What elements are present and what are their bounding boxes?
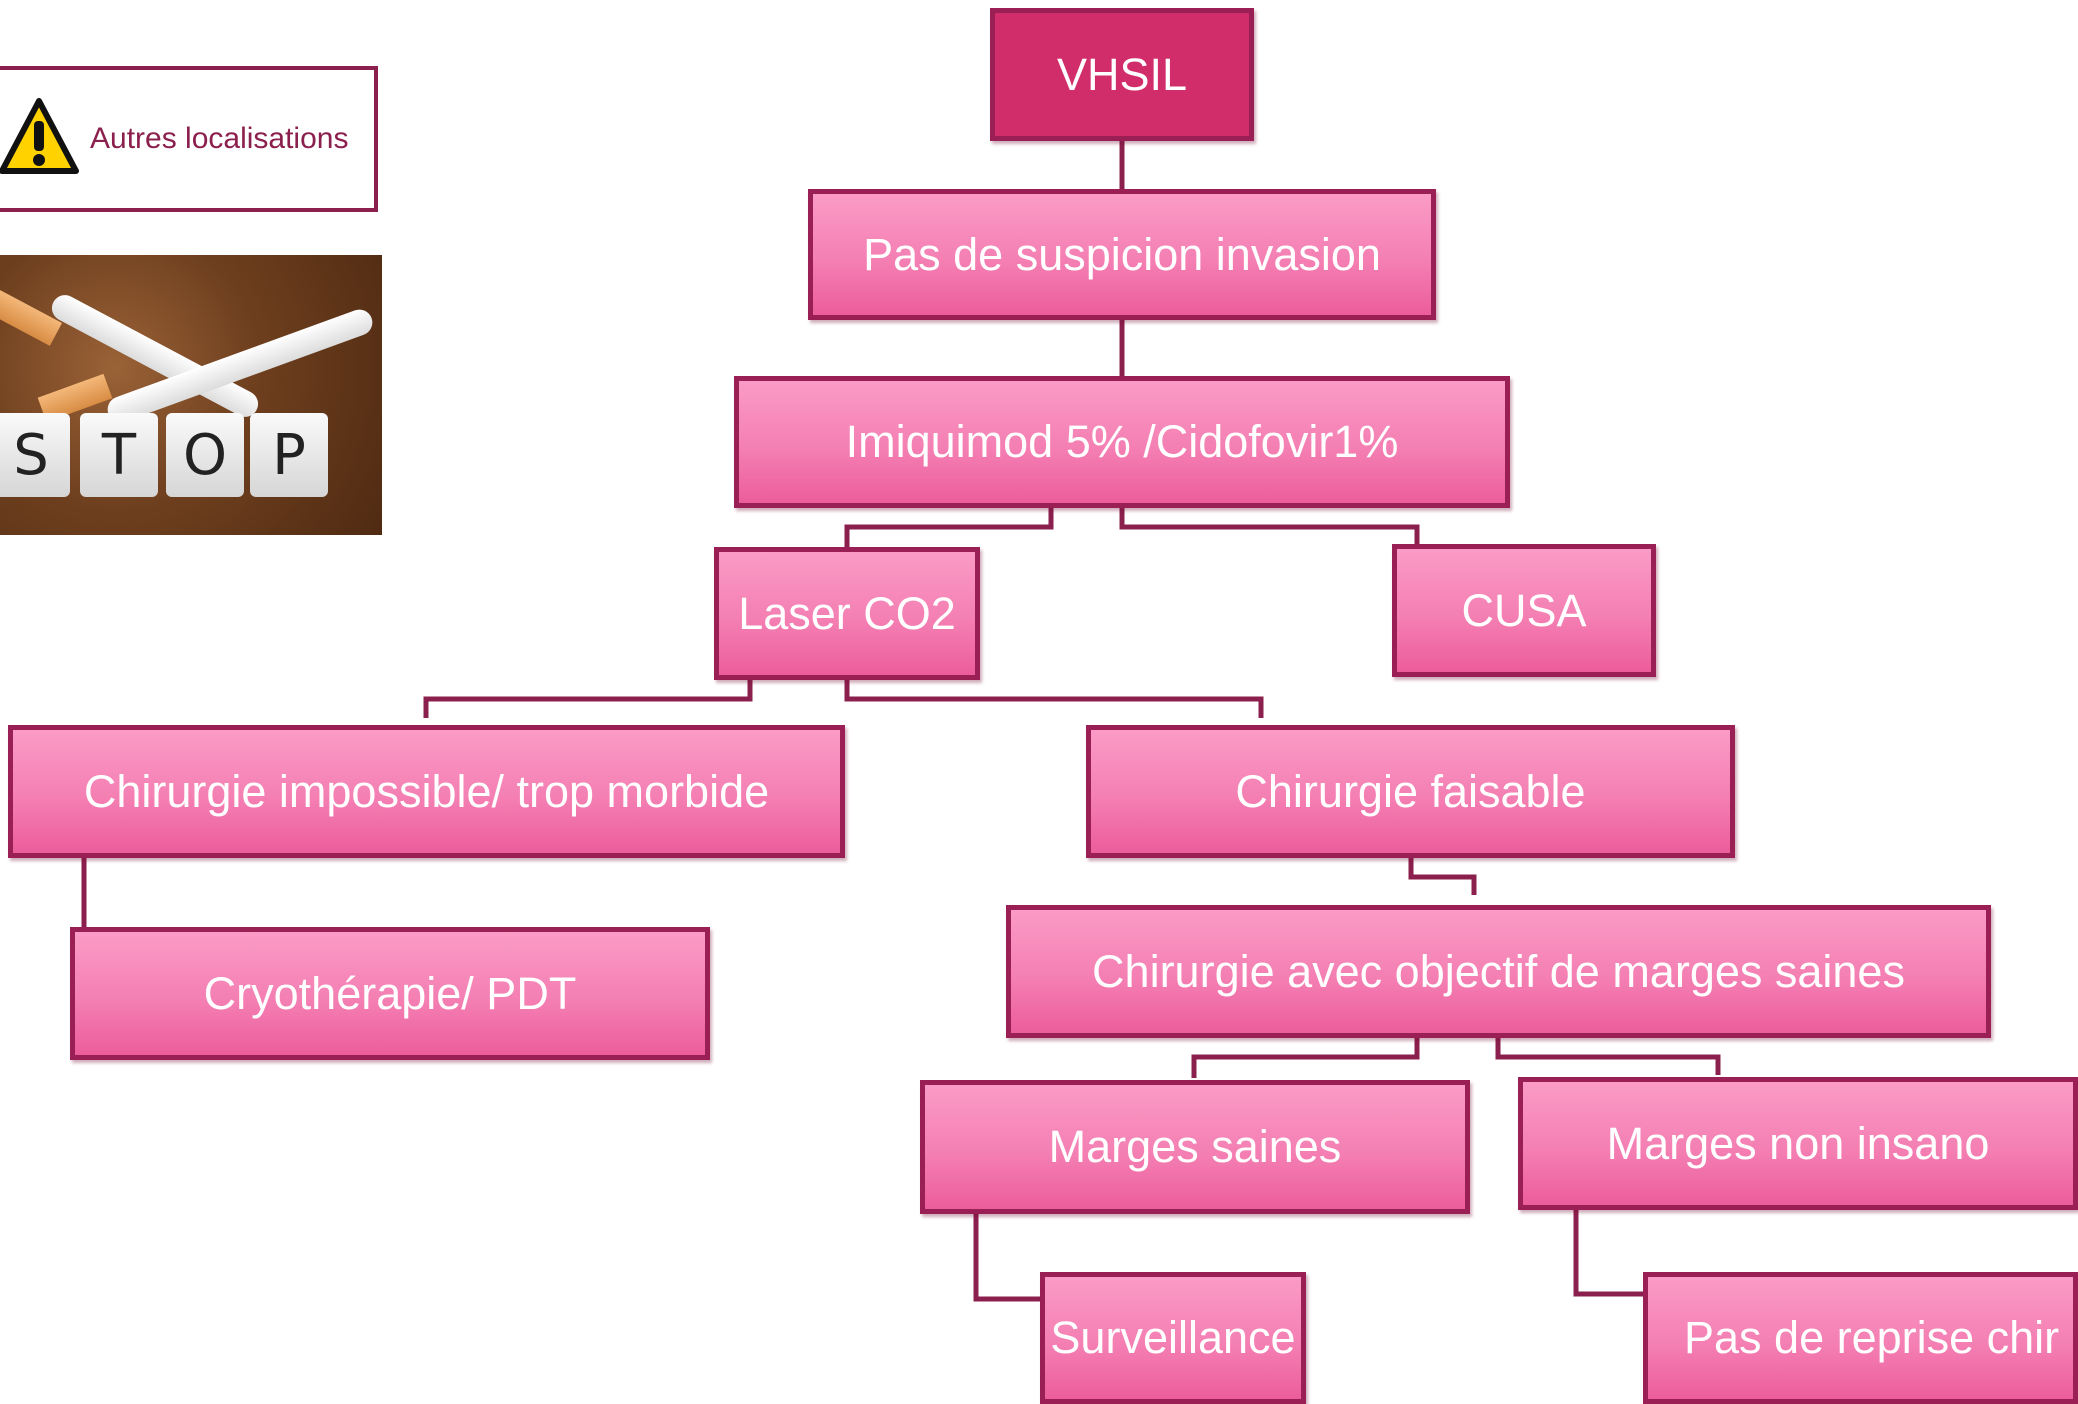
link-margins-to-notclear: [1495, 1036, 1721, 1075]
node-no-invasion: Pas de suspicion invasion: [808, 189, 1436, 320]
node-vhsil: VHSIL: [990, 8, 1254, 141]
node-cryotherapy-pdt: Cryothérapie/ PDT: [70, 927, 710, 1060]
node-cusa: CUSA: [1392, 544, 1656, 677]
node-margins-clear: Marges saines: [920, 1080, 1470, 1214]
link-notclear-to-noreop: [1573, 1208, 1645, 1297]
link-laser-to-feasible: [844, 680, 1264, 718]
link-laser-to-impossible: [423, 680, 753, 718]
node-surgery-feasible: Chirurgie faisable: [1086, 725, 1735, 858]
link-margins-to-clear: [1191, 1036, 1420, 1078]
letter-cube: S: [0, 413, 70, 497]
warning-triangle-icon: [0, 97, 80, 182]
link-topical-to-laser: [844, 506, 1054, 547]
other-locations-label: Autres localisations: [90, 122, 349, 155]
letter-cube: P: [250, 413, 328, 497]
letter-cube: T: [80, 413, 158, 497]
node-no-reoperation: Pas de reprise chir s: [1643, 1272, 2078, 1404]
other-locations-note: Autres localisations: [0, 66, 378, 212]
link-clear-to-surveillance: [973, 1212, 1040, 1302]
node-margins-not-clear: Marges non insano: [1518, 1077, 2078, 1210]
node-laser-co2: Laser CO2: [714, 547, 980, 680]
stop-smoking-photo: S T O P: [0, 255, 382, 535]
letter-cube: O: [166, 413, 244, 497]
node-surgery-impossible: Chirurgie impossible/ trop morbide: [8, 725, 845, 858]
node-surgery-clear-margins: Chirurgie avec objectif de marges saines: [1006, 905, 1991, 1038]
cigarette-filter: [0, 290, 63, 346]
link-feasible-to-margins: [1408, 857, 1477, 895]
link-topical-to-cusa: [1119, 506, 1420, 544]
node-surveillance: Surveillance: [1040, 1272, 1306, 1404]
node-topical-treatment: Imiquimod 5% /Cidofovir1%: [734, 376, 1510, 508]
